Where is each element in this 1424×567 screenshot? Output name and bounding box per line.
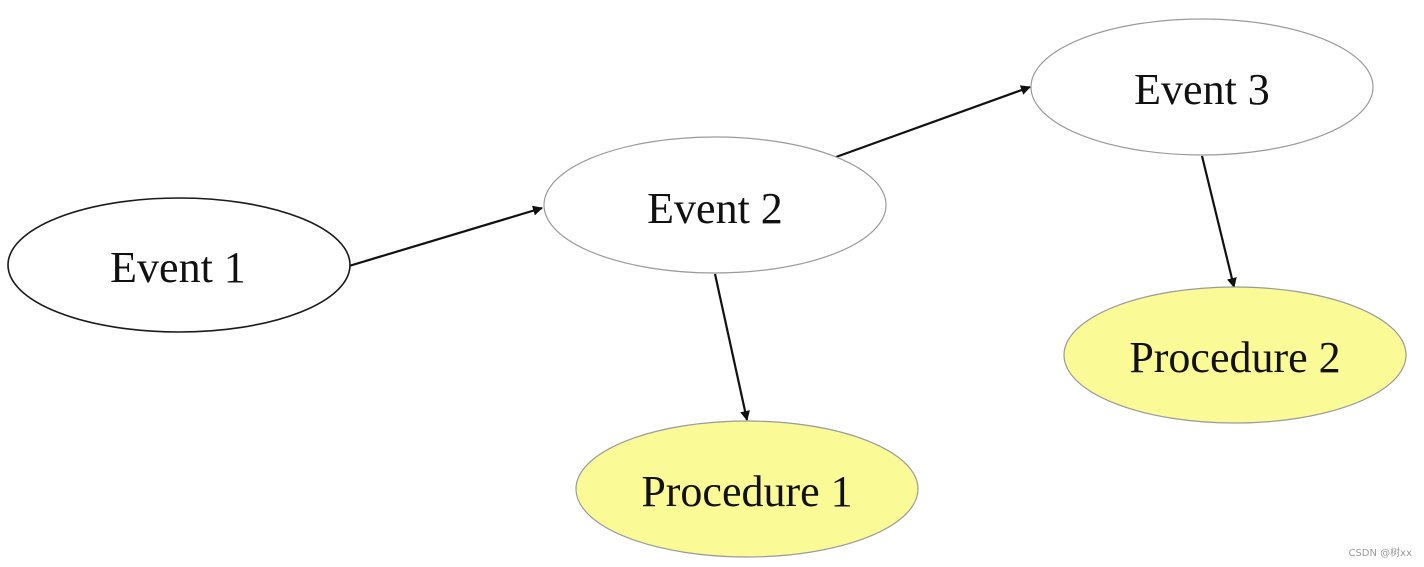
node-procedure-2: Procedure 2 xyxy=(1063,286,1407,424)
node-event-3-shape xyxy=(1030,18,1374,156)
node-procedure-1-shape xyxy=(575,420,919,558)
node-event-3: Event 3 xyxy=(1030,18,1374,156)
node-procedure-2-shape xyxy=(1063,286,1407,424)
node-event-1-label: Event 1 xyxy=(110,243,246,292)
node-procedure-1: Procedure 1 xyxy=(575,420,919,558)
watermark: CSDN @树xx xyxy=(1348,548,1412,559)
edge-event2-to-procedure1 xyxy=(713,273,750,421)
node-event-2-shape xyxy=(543,136,887,274)
node-event-2-label: Event 2 xyxy=(647,184,783,233)
node-procedure-1-label: Procedure 1 xyxy=(641,467,852,516)
node-event-1-shape xyxy=(7,197,351,333)
node-procedure-2-label: Procedure 2 xyxy=(1129,333,1340,382)
edge-event2-to-event3 xyxy=(835,85,1031,159)
edge-event3-to-procedure2 xyxy=(1200,155,1237,288)
edge-event1-to-event2 xyxy=(348,205,543,268)
node-event-2: Event 2 xyxy=(543,136,887,274)
node-event-3-label: Event 3 xyxy=(1134,65,1270,114)
node-event-1: Event 1 xyxy=(7,197,351,333)
